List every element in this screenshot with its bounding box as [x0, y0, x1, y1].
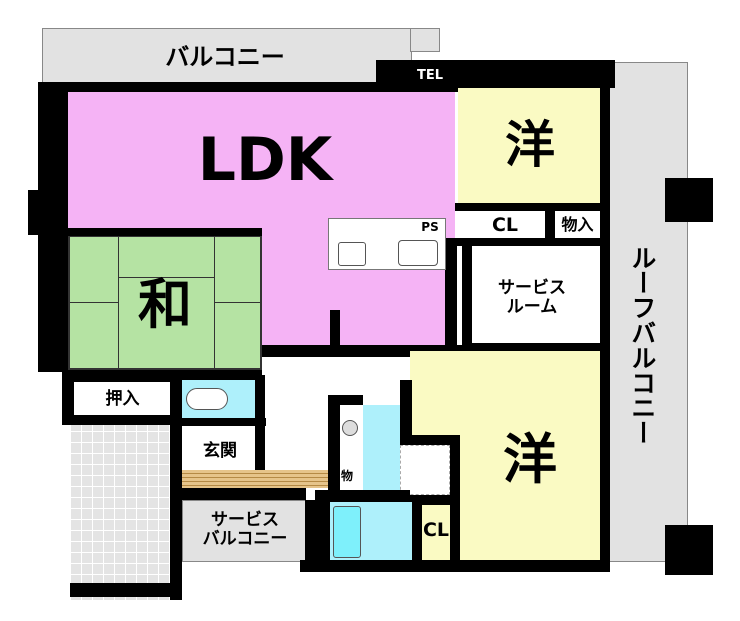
wall [462, 240, 472, 350]
service-balcony-label: サービス バルコニー [202, 510, 288, 549]
ldk-label: LDK [197, 125, 333, 195]
wall [400, 435, 460, 445]
column [665, 525, 713, 575]
kitchen-counter [328, 218, 446, 270]
wall [600, 60, 610, 570]
wall [176, 418, 266, 426]
bathtub-icon [333, 506, 361, 558]
wall [330, 310, 340, 350]
storage-1-label: 物入 [561, 215, 594, 235]
wall [62, 370, 74, 420]
wall [412, 500, 422, 565]
japanese-room-label: 和 [138, 273, 192, 337]
tel-label: TEL [416, 67, 444, 83]
wall [38, 82, 458, 92]
japanese-room [68, 235, 262, 370]
wall [62, 415, 182, 425]
western-room-1 [458, 88, 600, 205]
wall [545, 205, 555, 240]
oshiire-label: 押入 [105, 388, 140, 409]
entrance-label: 玄関 [203, 440, 237, 461]
washroom [363, 405, 400, 495]
washer-icon [342, 420, 358, 436]
balcony-corner-box [410, 28, 440, 52]
wall [455, 238, 605, 246]
wall [400, 380, 412, 440]
wall [315, 490, 410, 502]
wall [376, 60, 458, 92]
wall [70, 583, 182, 597]
wall [305, 500, 330, 570]
closet-2-label: CL [422, 518, 450, 541]
service-balcony [182, 500, 307, 562]
wall [28, 190, 74, 235]
column [665, 178, 713, 222]
balcony-label: バルコニー [165, 42, 285, 71]
roof-balcony [605, 62, 688, 562]
entrance-step [182, 470, 330, 488]
wall [62, 228, 262, 236]
wall [445, 238, 457, 353]
wall [300, 560, 610, 572]
wall [455, 60, 615, 88]
wall [400, 495, 460, 505]
roof-balcony-label: ルーフバルコニー [627, 245, 657, 445]
western-room-2-label: 洋 [503, 428, 557, 492]
wall [176, 488, 306, 500]
wall [455, 203, 605, 211]
storage-2-label: 物 [340, 469, 353, 484]
approach-area [70, 420, 182, 600]
toilet-icon [186, 388, 228, 410]
service-room-label: サービス ルーム [498, 278, 566, 317]
western-room-1-label: 洋 [505, 115, 555, 174]
ps-label: PS [421, 220, 439, 235]
wall [170, 375, 182, 600]
wall [462, 343, 605, 351]
balcony [42, 28, 412, 84]
stove-icon [338, 242, 366, 266]
sink-icon [398, 240, 438, 266]
wall [328, 395, 363, 405]
linen-area [400, 445, 450, 495]
wall [62, 370, 262, 382]
closet-1-label: CL [491, 213, 519, 236]
